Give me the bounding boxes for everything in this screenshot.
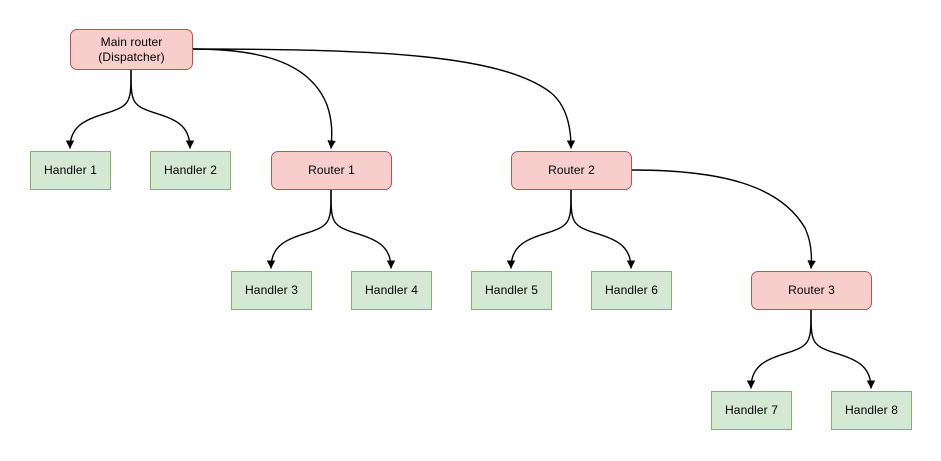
edge-main-to-handler1 — [65, 69, 132, 149]
node-handler1[interactable]: Handler 1 — [30, 151, 111, 190]
edge-main-to-handler2 — [130, 69, 195, 149]
node-handler7[interactable]: Handler 7 — [711, 391, 792, 430]
node-handler2[interactable]: Handler 2 — [150, 151, 231, 190]
node-handler5[interactable]: Handler 5 — [471, 271, 552, 310]
edge-main-to-router1 — [192, 48, 336, 149]
edge-router2-to-handler5 — [506, 189, 572, 269]
node-handler4[interactable]: Handler 4 — [351, 271, 432, 310]
edge-router1-to-handler3 — [266, 189, 332, 269]
node-handler3[interactable]: Handler 3 — [231, 271, 312, 310]
node-router1[interactable]: Router 1 — [271, 151, 392, 190]
edge-router2-to-router3 — [631, 169, 816, 269]
node-router3[interactable]: Router 3 — [751, 271, 872, 310]
edge-router1-to-handler4 — [330, 189, 396, 269]
edge-router3-to-handler7 — [746, 309, 812, 389]
edge-main-to-router2 — [192, 48, 576, 149]
node-handler6[interactable]: Handler 6 — [591, 271, 672, 310]
node-main[interactable]: Main router (Dispatcher) — [70, 29, 193, 70]
edge-router3-to-handler8 — [810, 309, 876, 389]
edges-group — [65, 48, 876, 389]
node-handler8[interactable]: Handler 8 — [831, 391, 912, 430]
edge-router2-to-handler6 — [570, 189, 636, 269]
node-router2[interactable]: Router 2 — [511, 151, 632, 190]
